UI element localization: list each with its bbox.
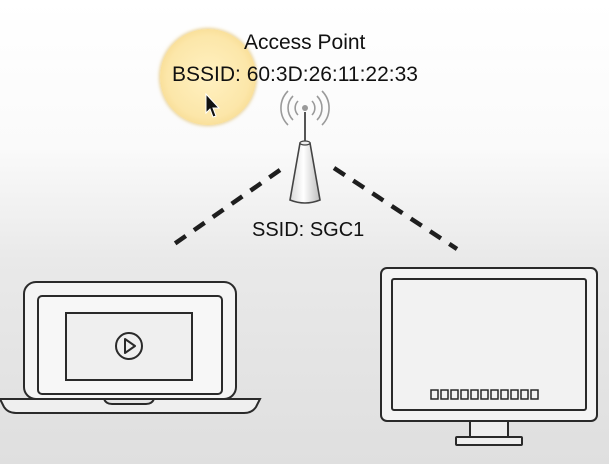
taskbar-square bbox=[530, 389, 539, 400]
monitor-icon bbox=[380, 267, 598, 446]
taskbar-square bbox=[430, 389, 439, 400]
bssid-label: BSSID: bbox=[172, 63, 241, 86]
play-icon bbox=[115, 332, 143, 360]
antenna-icon bbox=[289, 112, 321, 204]
taskbar-square bbox=[470, 389, 479, 400]
bssid-value: 60:3D:26:11:22:33 bbox=[246, 63, 418, 86]
taskbar-square bbox=[440, 389, 449, 400]
taskbar-square bbox=[520, 389, 529, 400]
taskbar-square bbox=[480, 389, 489, 400]
taskbar-square bbox=[510, 389, 519, 400]
taskbar-square bbox=[490, 389, 499, 400]
monitor-taskbar bbox=[430, 389, 539, 400]
connection-to-monitor bbox=[332, 166, 459, 251]
ssid-label: SSID: bbox=[252, 219, 305, 241]
wifi-signal-icon bbox=[280, 90, 330, 126]
laptop-icon bbox=[0, 281, 262, 414]
taskbar-square bbox=[460, 389, 469, 400]
ssid-text: SSID: SGC1 bbox=[252, 219, 364, 242]
taskbar-square bbox=[500, 389, 509, 400]
ssid-value: SGC1 bbox=[309, 219, 365, 241]
access-point-title: Access Point bbox=[244, 31, 366, 54]
taskbar-square bbox=[450, 389, 459, 400]
mouse-cursor-icon bbox=[205, 92, 221, 118]
bssid-text: BSSID: 60:3D:26:11:22:33 bbox=[172, 63, 418, 87]
